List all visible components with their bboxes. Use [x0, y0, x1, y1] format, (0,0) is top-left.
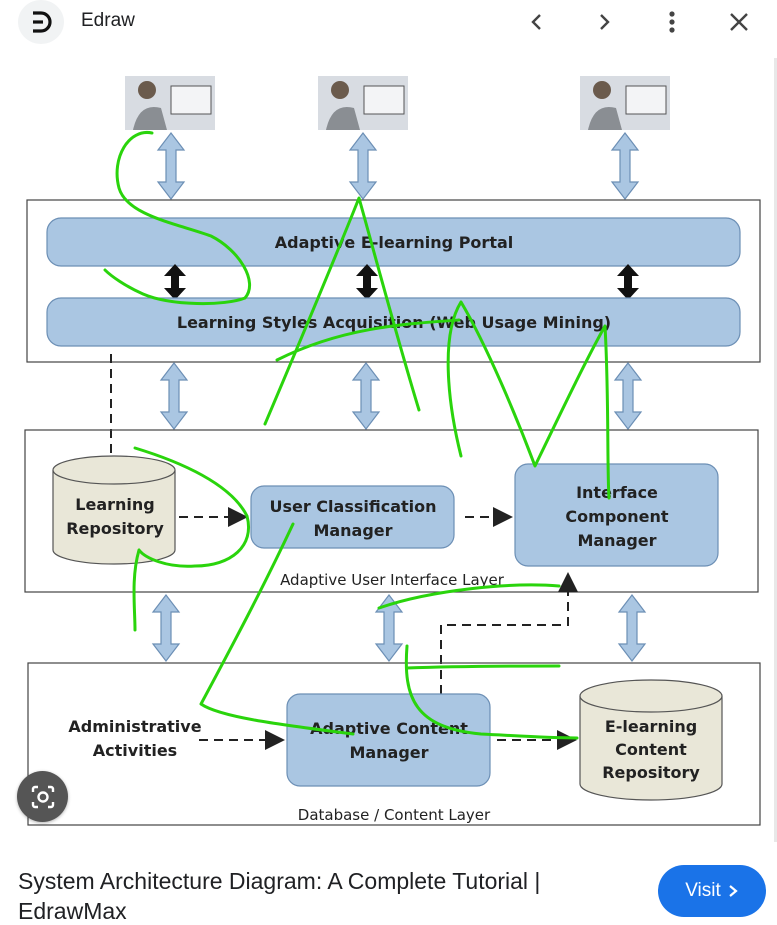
svg-text:E-learning: E-learning: [605, 717, 697, 736]
edraw-logo-icon[interactable]: [18, 0, 64, 44]
svg-text:Repository: Repository: [66, 519, 164, 538]
bidirectional-arrow-icon: [618, 594, 646, 662]
back-button[interactable]: [521, 6, 553, 38]
svg-text:Interface: Interface: [576, 483, 658, 502]
svg-text:Component: Component: [565, 507, 668, 526]
close-icon: [730, 13, 748, 31]
ui-layer-frame: [24, 429, 759, 593]
svg-text:Learning: Learning: [75, 495, 154, 514]
bidirectional-arrow-icon: [157, 132, 185, 200]
bidirectional-arrow-icon: [614, 362, 642, 430]
viewer-scrollbar[interactable]: [774, 58, 777, 842]
lens-search-button[interactable]: [17, 771, 68, 822]
svg-text:Repository: Repository: [602, 763, 700, 782]
user-classification-box: [250, 485, 455, 549]
db-layer-frame: [27, 662, 761, 826]
user-photo-icon: [318, 76, 408, 130]
bidirectional-arrow-icon: [352, 362, 380, 430]
more-vert-icon: [669, 11, 675, 33]
svg-text:Administrative: Administrative: [68, 717, 201, 736]
ui-layer-label: Adaptive User Interface Layer: [280, 571, 505, 589]
svg-text:User Classification: User Classification: [269, 497, 436, 516]
chevron-left-icon: [531, 14, 541, 30]
result-title[interactable]: System Architecture Diagram: A Complete …: [18, 868, 541, 894]
bidirectional-arrow-icon: [152, 594, 180, 662]
bidirectional-arrow-icon: [160, 362, 188, 430]
svg-text:Content: Content: [615, 740, 687, 759]
user-photo-icon: [580, 76, 670, 130]
top-bar: Edraw: [0, 0, 777, 44]
close-button[interactable]: [723, 6, 755, 38]
app-title: Edraw: [81, 10, 135, 31]
portal-label: Adaptive E-learning Portal: [275, 233, 514, 252]
visit-button[interactable]: Visit: [658, 865, 766, 917]
db-layer-label: Database / Content Layer: [298, 806, 491, 824]
svg-text:Activities: Activities: [93, 741, 177, 760]
chevron-right-icon: [729, 885, 738, 897]
visit-label: Visit: [685, 880, 721, 901]
svg-text:Adaptive Content: Adaptive Content: [310, 719, 468, 738]
svg-text:Manager: Manager: [577, 531, 656, 550]
user-photo-icon: [125, 76, 215, 130]
image-viewer[interactable]: Adaptive E-learning Portal Learning Styl…: [11, 58, 777, 842]
chevron-right-icon: [600, 14, 610, 30]
svg-text:Manager: Manager: [349, 743, 428, 762]
google-lens-icon: [31, 785, 54, 808]
result-title-line2[interactable]: EdrawMax: [18, 898, 127, 924]
elearning-repository-cylinder: [579, 679, 723, 801]
svg-text:Manager: Manager: [313, 521, 392, 540]
more-options-button[interactable]: [656, 6, 688, 38]
portal-box: [46, 217, 741, 267]
content-manager-box: [286, 693, 491, 787]
architecture-diagram: Adaptive E-learning Portal Learning Styl…: [24, 76, 761, 826]
interface-component-box: [514, 463, 719, 567]
forward-button[interactable]: [588, 6, 620, 38]
bidirectional-arrow-icon: [611, 132, 639, 200]
bidirectional-arrow-icon: [349, 132, 377, 200]
handwritten-annotation: [103, 131, 611, 740]
learning-repository-cylinder: [52, 455, 176, 565]
